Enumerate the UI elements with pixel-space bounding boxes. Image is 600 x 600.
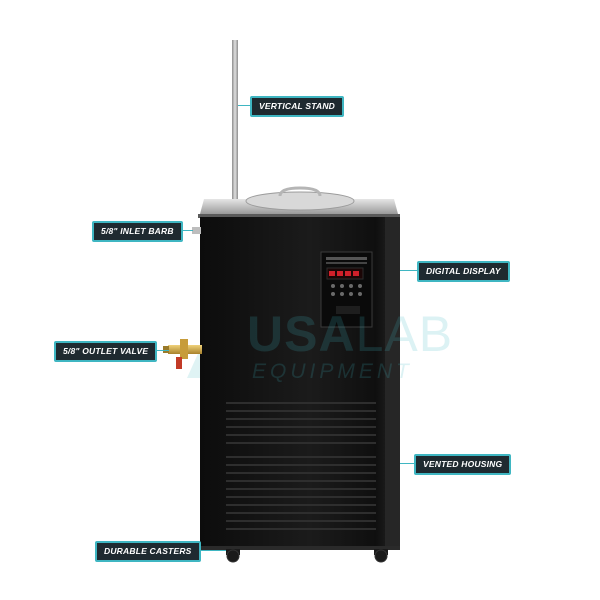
watermark-text-line1: USALAB	[247, 306, 454, 362]
leader-vertical-stand	[238, 105, 250, 106]
callout-inlet-barb: 5/8" INLET BARB	[92, 221, 183, 242]
reservoir-lid	[245, 191, 355, 211]
digital-display-panel	[320, 251, 373, 328]
callout-durable-casters: DURABLE CASTERS	[95, 541, 201, 562]
callout-vertical-stand: VERTICAL STAND	[250, 96, 345, 117]
leader-vented-housing	[400, 463, 414, 464]
leader-durable-casters	[184, 550, 226, 551]
vertical-stand-rod	[232, 40, 238, 208]
watermark-text-line2: EQUIPMENT	[252, 360, 413, 383]
callout-outlet-valve: 5/8" OUTLET VALVE	[54, 341, 158, 362]
leader-inlet-barb	[173, 230, 193, 231]
callout-vented-housing: VENTED HOUSING	[414, 454, 512, 475]
inlet-barb	[192, 227, 201, 234]
leader-digital-display	[400, 270, 417, 271]
vented-housing-grille	[226, 402, 376, 530]
callout-digital-display: DIGITAL DISPLAY	[417, 261, 510, 282]
leader-outlet-valve	[151, 350, 169, 351]
caster-wheels	[226, 549, 388, 563]
outlet-valve	[163, 339, 202, 369]
